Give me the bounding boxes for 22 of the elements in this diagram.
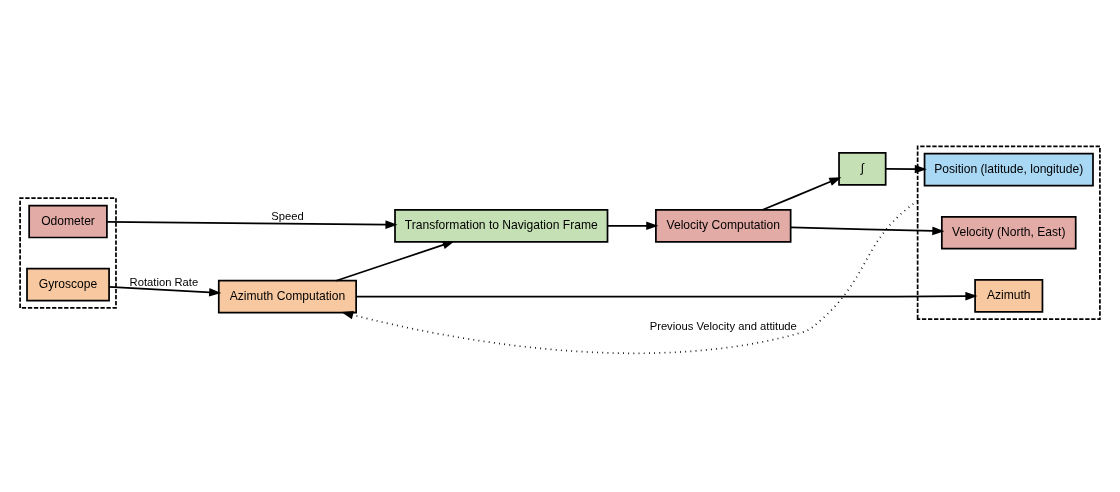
node-box: Azimuth Computation xyxy=(217,279,357,314)
arrow xyxy=(108,285,222,297)
edge-label: Previous Velocity and attitude xyxy=(649,319,797,332)
edge-label: Rotation Rate xyxy=(129,275,199,288)
node-box: Velocity Computation xyxy=(655,208,792,243)
cluster xyxy=(19,196,117,309)
arrow xyxy=(335,240,455,282)
node-box: Transformation to Navigation Frame xyxy=(394,208,609,243)
node-box: Azimuth xyxy=(974,278,1044,313)
edge-label: Speed xyxy=(271,209,304,222)
node-box: Position (latitude, longitude) xyxy=(923,152,1094,187)
arrow xyxy=(761,176,842,211)
arrow xyxy=(106,219,398,229)
arrow xyxy=(789,226,945,235)
node-box: Velocity (North, East) xyxy=(940,215,1077,250)
arrow xyxy=(355,291,978,300)
arrow xyxy=(606,221,659,230)
arrow xyxy=(884,164,927,173)
node-box: Gyroscope xyxy=(26,267,110,301)
node-box: Odometer xyxy=(28,204,108,238)
arrow xyxy=(341,199,919,354)
node-box: ∫ xyxy=(838,151,887,186)
